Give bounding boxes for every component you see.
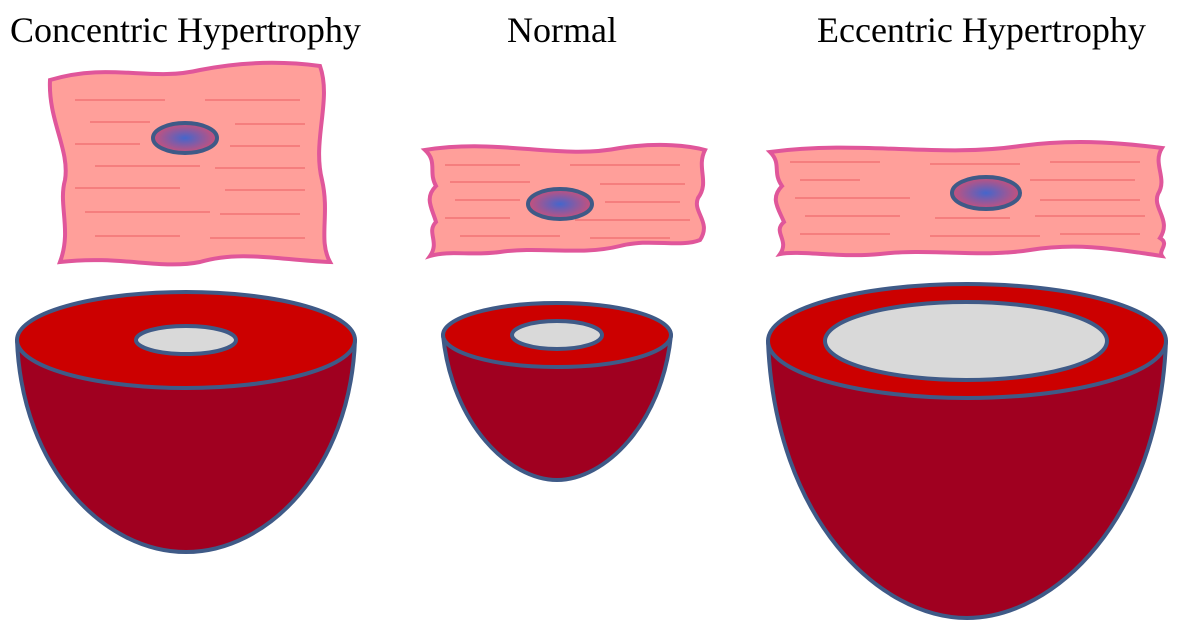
concentric-cell-body <box>50 63 330 265</box>
normal-myocyte <box>425 145 705 256</box>
eccentric-myocyte <box>770 142 1164 256</box>
normal-cavity <box>512 321 602 349</box>
normal-heart <box>443 303 671 480</box>
concentric-myocyte <box>50 63 330 265</box>
eccentric-cavity <box>825 302 1107 380</box>
concentric-heart <box>17 292 355 552</box>
eccentric-nucleus <box>952 177 1020 209</box>
concentric-nucleus <box>153 123 217 153</box>
eccentric-heart <box>768 284 1166 618</box>
concentric-cavity <box>136 326 236 354</box>
normal-nucleus <box>528 189 592 219</box>
